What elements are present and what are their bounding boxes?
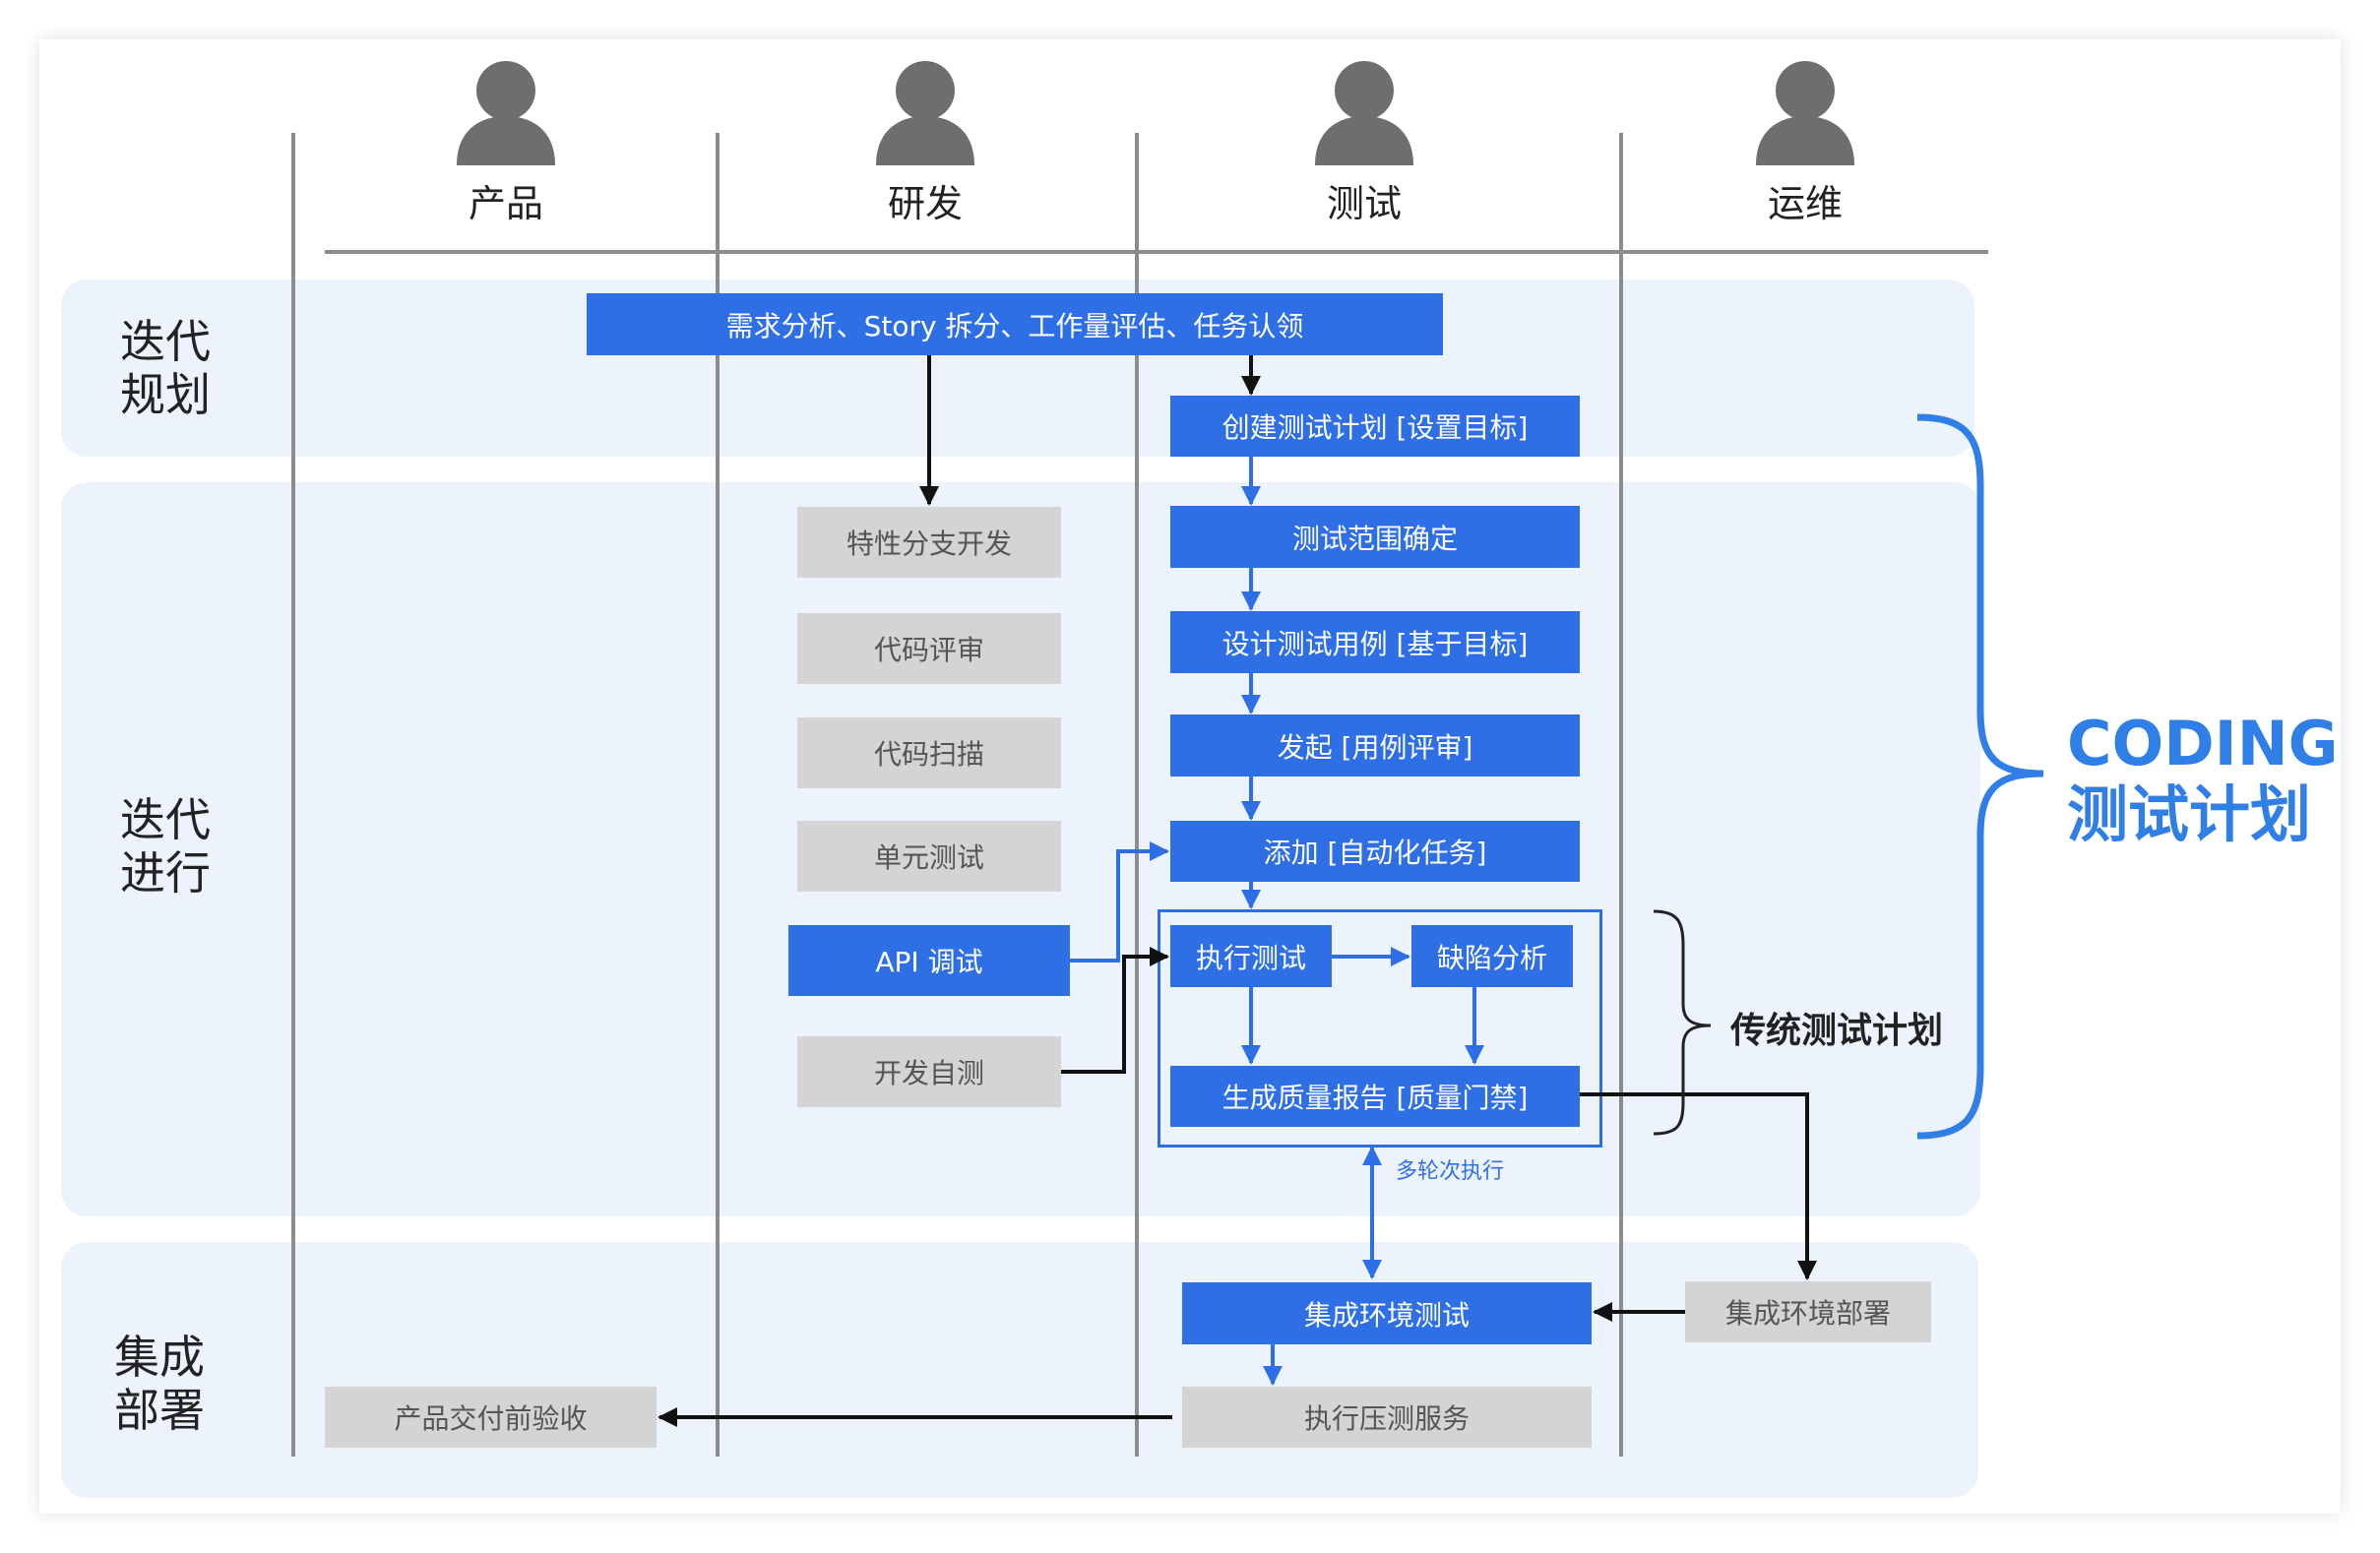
box-review-cases: 发起 [用例评审] (1170, 714, 1580, 776)
role-label: 产品 (468, 182, 543, 225)
brand-line-2: 测试计划 (2067, 778, 2312, 850)
header-divider (325, 250, 1988, 254)
traditional-plan-label: 传统测试计划 (1730, 1011, 1944, 1051)
person-icon (876, 61, 974, 165)
box-execute-test: 执行测试 (1170, 925, 1332, 987)
box-integration-deploy: 集成环境部署 (1685, 1281, 1931, 1342)
role-test: 测试 (1256, 59, 1472, 227)
role-ops: 运维 (1697, 59, 1913, 227)
arrow-selftest-to-exec (1061, 947, 1169, 1074)
lane-divider-1 (291, 133, 295, 1457)
phase-label-execution: 迭代 进行 (120, 793, 211, 900)
box-defect-analysis: 缺陷分析 (1411, 925, 1573, 987)
box-create-plan: 创建测试计划 [设置目标] (1170, 396, 1580, 457)
role-label: 测试 (1326, 182, 1402, 225)
box-self-test: 开发自测 (797, 1036, 1061, 1107)
box-integration-test: 集成环境测试 (1182, 1282, 1592, 1344)
band-integration (61, 1242, 1978, 1498)
lane-divider-2 (716, 133, 720, 1457)
arrow-api-to-add (1070, 841, 1169, 963)
box-code-review: 代码评审 (797, 613, 1061, 684)
box-code-scan: 代码扫描 (797, 717, 1061, 788)
box-quality-report: 生成质量报告 [质量门禁] (1170, 1066, 1580, 1127)
multi-round-note: 多轮次执行 (1396, 1159, 1505, 1184)
phase-label-planning: 迭代 规划 (120, 315, 211, 421)
box-unit-test: 单元测试 (797, 821, 1061, 892)
person-icon (457, 61, 555, 165)
box-scope: 测试范围确定 (1170, 506, 1580, 568)
box-acceptance: 产品交付前验收 (325, 1387, 657, 1448)
role-dev: 研发 (817, 59, 1033, 227)
arrow-report-to-deploy (1580, 1092, 1817, 1280)
box-design-cases: 设计测试用例 [基于目标] (1170, 611, 1580, 673)
brand-line-1: CODING (2067, 708, 2339, 779)
role-product: 产品 (398, 59, 614, 227)
person-icon (1315, 61, 1413, 165)
box-requirements: 需求分析、Story 拆分、工作量评估、任务认领 (587, 293, 1443, 355)
person-icon (1756, 61, 1854, 165)
lane-divider-3 (1135, 133, 1139, 1457)
brace-coding (1916, 413, 2044, 1140)
lane-divider-4 (1619, 133, 1623, 1457)
box-add-automation: 添加 [自动化任务] (1170, 821, 1580, 882)
coding-brand-label: CODING 测试计划 (2067, 709, 2339, 850)
role-label: 运维 (1767, 182, 1843, 225)
role-label: 研发 (887, 182, 963, 225)
phase-label-integration: 集成 部署 (114, 1331, 205, 1437)
box-stress-test: 执行压测服务 (1182, 1387, 1592, 1448)
box-feature-branch: 特性分支开发 (797, 507, 1061, 578)
box-api-debug: API 调试 (788, 925, 1070, 996)
brace-traditional (1653, 909, 1712, 1136)
